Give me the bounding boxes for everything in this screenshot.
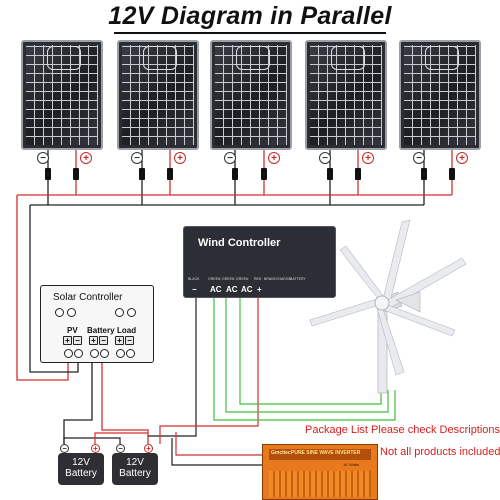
wind-terminal-label: BATTERY	[290, 277, 306, 281]
solar-panel-2	[117, 40, 199, 150]
ac-phase-label: AC	[241, 285, 253, 294]
battery-1-negative-terminal: −	[60, 444, 69, 453]
solar-controller-title: Solar Controller	[53, 292, 123, 303]
pv-positive-terminal: +	[63, 336, 72, 345]
inverter-brand: Gmcitec	[271, 450, 291, 456]
terminal-screw	[74, 349, 83, 358]
indicator-led	[67, 308, 76, 317]
inverter-rating: 1K Watts	[343, 462, 360, 467]
pv-negative-terminal: −	[73, 336, 82, 345]
title-bar: 12V Diagram in Parallel	[0, 0, 500, 36]
wind-terminal-label: BRAKE	[264, 277, 276, 281]
panel-2-positive-terminal: +	[174, 152, 186, 164]
panel-3-negative-terminal: −	[224, 152, 236, 164]
wind-turbine	[309, 219, 467, 394]
wind-battery-positive	[159, 298, 259, 444]
panel-4-positive-terminal: +	[362, 152, 374, 164]
terminal-screw	[116, 349, 125, 358]
ac-phase-label: AC	[226, 285, 238, 294]
wind-battery-negative	[148, 298, 197, 437]
turbine-blade	[339, 245, 385, 301]
indicator-led	[55, 308, 64, 317]
ac-phase-wires	[213, 298, 396, 421]
battery-parallel-negative	[63, 437, 121, 444]
terminal-screw	[64, 349, 73, 358]
pv-positive-feed	[16, 195, 69, 381]
included-note: Not all products included	[380, 446, 500, 458]
load-positive-terminal: +	[115, 336, 124, 345]
ac-phase-label: AC	[210, 285, 222, 294]
battery-1: 12V Battery	[58, 453, 104, 485]
panel-junction-box	[331, 46, 365, 70]
battery-positive-terminal: +	[89, 336, 98, 345]
inverter-negative-feed	[171, 438, 262, 466]
wind-controller: Wind Controller BLACK GREEN GREEN GREEN …	[183, 226, 336, 298]
inverter-model-label: PURE SINE WAVE INVERTER	[291, 450, 361, 456]
wind-controller-title: Wind Controller	[198, 237, 281, 249]
wind-terminal-label: GREEN	[222, 277, 235, 281]
panel-4-negative-terminal: −	[319, 152, 331, 164]
panel-junction-box	[425, 46, 459, 70]
wind-terminal-label: RED	[254, 277, 262, 281]
panel-1-positive-terminal: +	[80, 152, 92, 164]
panel-3-positive-terminal: +	[268, 152, 280, 164]
battery-label: Battery	[65, 468, 97, 479]
battery-parallel-positive	[94, 432, 148, 444]
inverter-label-strip	[269, 449, 371, 460]
battery-2-negative-terminal: −	[116, 444, 125, 453]
panel-5-positive-terminal: +	[456, 152, 468, 164]
indicator-led	[115, 308, 124, 317]
terminal-screw	[100, 349, 109, 358]
battery-label: Battery	[119, 468, 151, 479]
battery-2: 12V Battery	[112, 453, 158, 485]
terminal-screw	[90, 349, 99, 358]
solar-panel-5	[399, 40, 481, 150]
controller-battery-positive	[101, 352, 149, 444]
wind-terminal-label: GREEN	[236, 277, 249, 281]
battery-voltage: 12V	[126, 457, 144, 468]
battery-1-positive-terminal: +	[91, 444, 100, 453]
wind-terminal-label: BLACK	[188, 277, 200, 281]
panel-5-negative-terminal: −	[413, 152, 425, 164]
battery-negative-terminal: −	[99, 336, 108, 345]
pure-sine-inverter: Gmcitec PURE SINE WAVE INVERTER 1K Watts	[262, 444, 378, 500]
solar-panel-4	[305, 40, 387, 150]
turbine-blade	[309, 298, 380, 327]
load-group-label: Load	[117, 326, 137, 335]
indicator-led	[127, 308, 136, 317]
battery-group-label: Battery	[87, 326, 115, 335]
turbine-tail-fin	[395, 291, 421, 313]
wind-terminal-label: CHARGE	[276, 277, 291, 281]
wind-positive-symbol: +	[257, 285, 262, 294]
title-underline	[114, 32, 386, 34]
panel-junction-box	[143, 46, 177, 70]
panel-junction-box	[236, 46, 270, 70]
inverter-positive-feed	[175, 432, 262, 456]
wind-negative-symbol: −	[192, 285, 197, 294]
pv-group-label: PV	[67, 326, 78, 335]
diagram-title: 12V Diagram in Parallel	[108, 2, 392, 30]
panel-junction-box	[47, 46, 81, 70]
controller-battery-negative	[63, 352, 93, 444]
inverter-heat-fins	[269, 471, 371, 497]
load-negative-terminal: −	[125, 336, 134, 345]
solar-panel-3	[210, 40, 292, 150]
battery-voltage: 12V	[72, 457, 90, 468]
terminal-screw	[126, 349, 135, 358]
ac-phase-1-wire	[213, 298, 396, 421]
solar-panel-1	[21, 40, 103, 150]
wind-terminal-label: GREEN	[208, 277, 221, 281]
panel-1-negative-terminal: −	[37, 152, 49, 164]
battery-2-positive-terminal: +	[144, 444, 153, 453]
mc4-connectors	[45, 168, 455, 180]
ac-phase-2-wire	[225, 298, 389, 413]
panel-2-negative-terminal: −	[131, 152, 143, 164]
ac-phase-3-wire	[239, 298, 382, 405]
solar-controller: Solar Controller PV Battery Load + − + −…	[40, 285, 154, 363]
package-note: Package List Please check Descriptions	[305, 424, 500, 436]
turbine-hub	[374, 295, 390, 311]
